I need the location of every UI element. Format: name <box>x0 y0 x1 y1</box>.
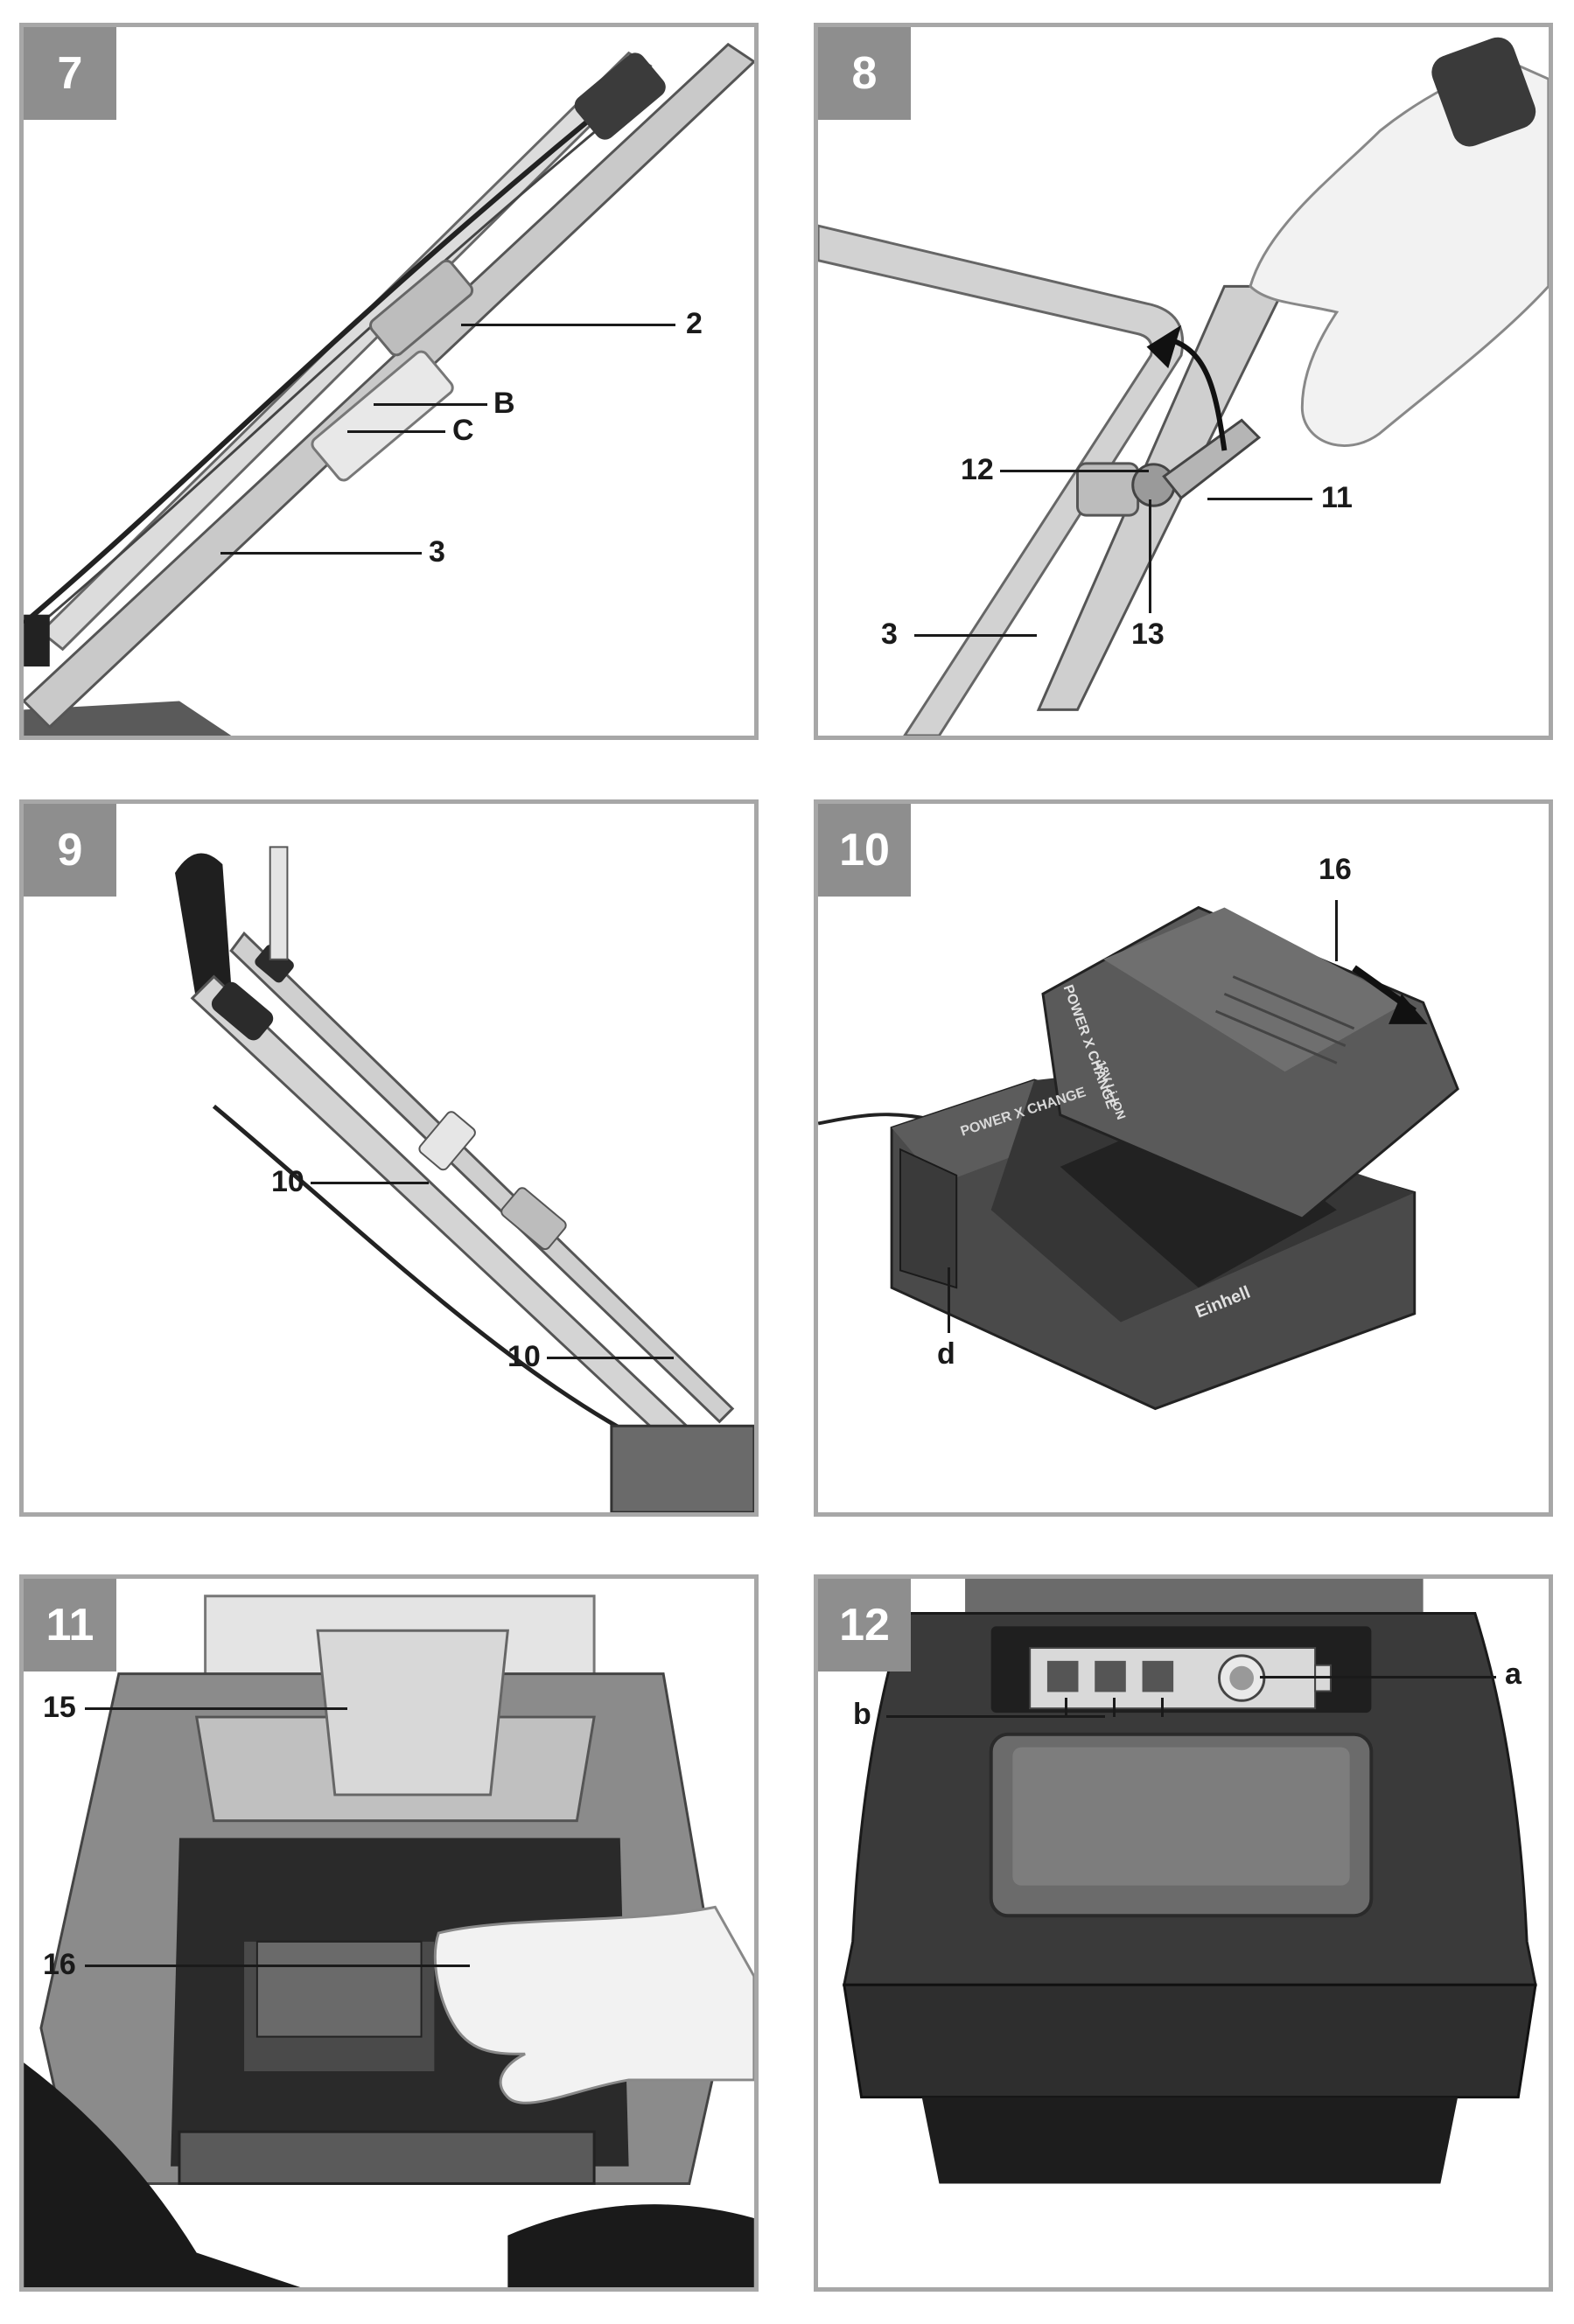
callout-label: C <box>452 414 474 447</box>
figure-12-panel: 12 a b <box>814 1574 1553 2292</box>
figure-11-panel: 11 15 16 <box>19 1574 759 2292</box>
callout-label: 13 <box>1131 618 1165 651</box>
figure-number: 8 <box>818 27 911 120</box>
handle-tube-illustration <box>24 42 754 736</box>
callout-line <box>1065 1698 1067 1717</box>
callout-line <box>948 1267 950 1333</box>
callout-line <box>311 1182 429 1184</box>
callout-label: 10 <box>271 1165 304 1198</box>
callout-line <box>347 430 445 433</box>
callout-label: 16 <box>1319 853 1352 886</box>
figure-number: 10 <box>818 804 911 897</box>
callout-line <box>1335 900 1338 961</box>
callout-label: a <box>1505 1658 1522 1691</box>
callout-label: d <box>937 1337 955 1371</box>
callout-line <box>85 1965 470 1967</box>
battery-charge-indicator-illustration <box>818 1579 1549 2287</box>
callout-line <box>1113 1698 1116 1717</box>
callout-line <box>547 1357 674 1359</box>
callout-line <box>1161 1698 1164 1717</box>
callout-line <box>886 1715 1105 1718</box>
callout-line <box>1260 1676 1496 1678</box>
sweeper-battery-insert-illustration <box>24 1595 754 2287</box>
callout-label: 12 <box>961 453 994 486</box>
figure-number: 11 <box>24 1579 116 1671</box>
callout-label: 3 <box>429 535 445 569</box>
figure-number: 7 <box>24 27 116 120</box>
figure-number: 9 <box>24 804 116 897</box>
callout-line <box>461 324 675 326</box>
callout-label: 16 <box>43 1948 76 1981</box>
callout-label: b <box>853 1698 871 1731</box>
callout-label: 15 <box>43 1691 76 1724</box>
callout-line <box>1000 470 1149 472</box>
callout-line <box>85 1707 347 1710</box>
figure-7-panel: 7 2 B C 3 <box>19 23 759 740</box>
figure-9-panel: 9 10 10 <box>19 799 759 1517</box>
figure-10-panel: 10 Einhell POWER X CHANGE POWER X CHANGE… <box>814 799 1553 1517</box>
callout-line <box>1207 498 1312 500</box>
charger-battery-illustration <box>818 905 1459 1411</box>
callout-line <box>914 634 1037 637</box>
callout-line <box>374 403 487 406</box>
callout-label: 3 <box>881 618 898 651</box>
figure-number: 12 <box>818 1579 911 1671</box>
figure-8-panel: 8 12 11 13 3 <box>814 23 1553 740</box>
callout-label: 11 <box>1321 481 1353 514</box>
callout-line <box>220 552 422 555</box>
callout-label: B <box>493 387 515 420</box>
callout-label: 2 <box>686 307 703 340</box>
callout-label: 10 <box>507 1340 541 1373</box>
handle-clamp-illustration <box>818 37 1549 736</box>
cable-clip-illustration <box>175 846 754 1512</box>
callout-line <box>1149 499 1151 613</box>
